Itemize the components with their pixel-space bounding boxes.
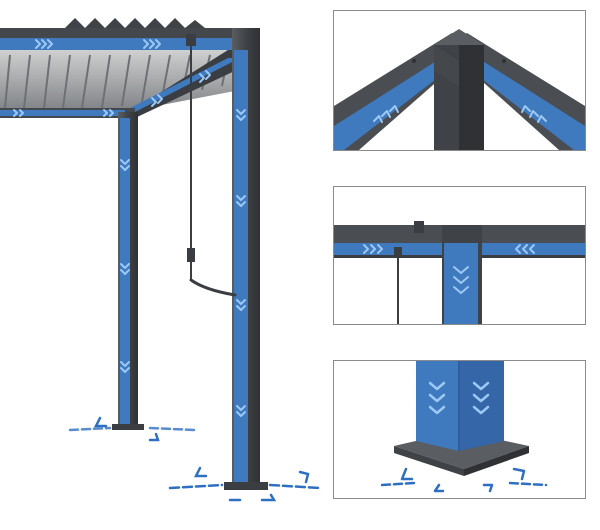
beam-post-illustration [334, 221, 585, 324]
chevron-right-icon [157, 94, 163, 104]
chevron-right-icon [381, 110, 391, 118]
chevron-down-icon [428, 405, 446, 415]
corner-arrow-icon [400, 467, 414, 481]
chevron-right-icon [35, 39, 41, 49]
chevron-right-icon [373, 115, 383, 123]
chevron-right-icon [103, 109, 108, 117]
corner-arrow-icon [433, 483, 445, 493]
chevron-down-icon [120, 361, 130, 367]
chevron-down-icon [236, 109, 246, 115]
beam-flow-arrows [13, 39, 211, 117]
chevron-down-icon [453, 286, 469, 294]
post-flow-arrows [120, 109, 246, 417]
chevron-down-icon [236, 195, 246, 201]
beam-post-junction-panel [333, 186, 586, 325]
chevron-down-icon [120, 367, 130, 373]
corner-arrow-icon [193, 466, 208, 478]
ground-outflow-arrows [68, 416, 322, 502]
corner-joint-illustration [334, 29, 585, 150]
chevron-down-icon [120, 159, 130, 165]
chevron-right-icon [151, 97, 157, 107]
crank-rod [186, 34, 237, 297]
chevron-right-icon [149, 39, 155, 49]
chevron-down-icon [428, 381, 446, 391]
chevron-down-icon [472, 405, 490, 415]
chevron-down-icon [472, 381, 490, 391]
chevron-down-icon [236, 411, 246, 417]
chevron-right-icon [109, 109, 114, 117]
corner-arrow-icon [512, 467, 526, 481]
chevron-right-icon [522, 244, 528, 254]
chevron-down-icon [472, 393, 490, 403]
chevron-right-icon [370, 244, 376, 254]
front-post [224, 28, 268, 490]
pergola-main-illustration [0, 18, 322, 502]
chevron-down-icon [428, 393, 446, 403]
chevron-right-icon [521, 105, 531, 113]
chevron-right-icon [47, 39, 53, 49]
corner-arrow-icon [298, 470, 310, 484]
chevron-right-icon [155, 39, 161, 49]
chevron-right-icon [41, 39, 47, 49]
corner-arrow-icon [482, 483, 494, 493]
chevron-down-icon [236, 299, 246, 305]
chevron-right-icon [377, 244, 383, 254]
chevron-right-icon [537, 115, 547, 123]
chevron-right-icon [515, 244, 521, 254]
chevron-down-icon [453, 276, 469, 284]
corner-arrow-icon [148, 432, 160, 442]
chevron-right-icon [13, 109, 18, 117]
chevron-down-icon [120, 263, 130, 269]
chevron-right-icon [143, 39, 149, 49]
post-base-detail-panel [333, 360, 586, 499]
chevron-down-icon [236, 305, 246, 311]
chevron-down-icon [236, 115, 246, 121]
chevron-down-icon [453, 266, 469, 274]
chevron-right-icon [199, 73, 205, 83]
chevron-right-icon [363, 244, 369, 254]
post-base-illustration [380, 361, 548, 493]
chevron-right-icon [19, 109, 24, 117]
chevron-down-icon [236, 201, 246, 207]
chevron-down-icon [120, 269, 130, 275]
corner-arrow-icon [93, 416, 108, 428]
corner-joint-detail-panel [333, 10, 586, 151]
chevron-down-icon [236, 405, 246, 411]
chevron-right-icon [205, 70, 211, 80]
corner-arrow-icon [260, 493, 277, 502]
chevron-down-icon [120, 165, 130, 171]
chevron-right-icon [389, 105, 399, 113]
chevron-right-icon [529, 110, 539, 118]
chevron-right-icon [529, 244, 535, 254]
